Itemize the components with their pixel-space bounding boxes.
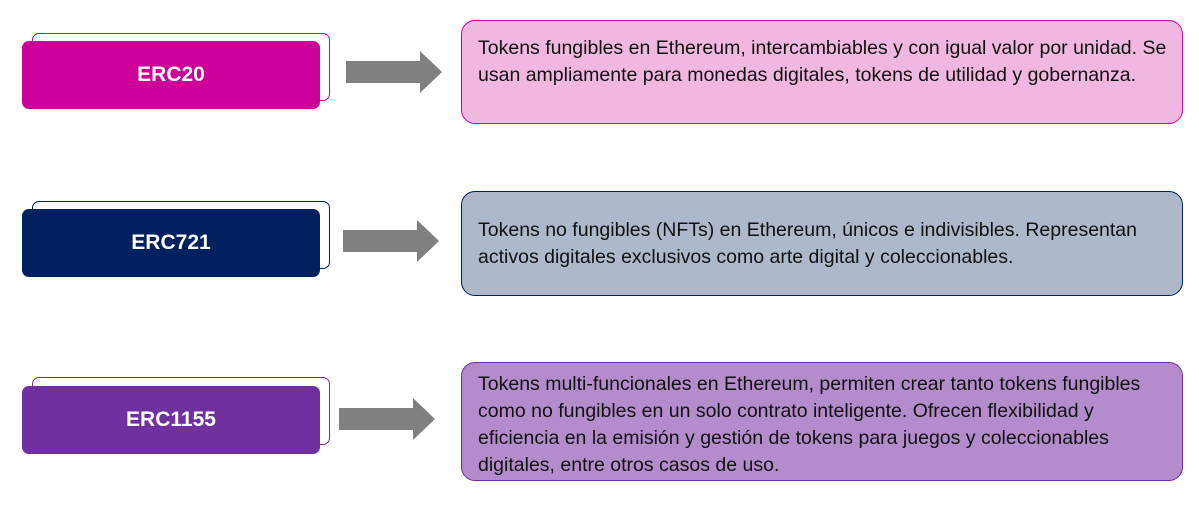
description-text: Tokens no fungibles (NFTs) en Ethereum, …: [478, 219, 1138, 268]
right-arrow-icon: [343, 220, 439, 262]
right-arrow-icon: [346, 51, 442, 93]
description-text: Tokens multi-funcionales en Ethereum, pe…: [478, 373, 1141, 476]
description-box-erc20: Tokens fungibles en Ethereum, intercambi…: [461, 20, 1183, 124]
label-box-erc1155: ERC1155: [22, 386, 320, 454]
label-box-erc20: ERC20: [22, 41, 320, 109]
description-box-erc1155: Tokens multi-funcionales en Ethereum, pe…: [461, 362, 1183, 481]
label-text: ERC1155: [126, 408, 216, 431]
right-arrow-icon: [339, 398, 435, 440]
label-text: ERC721: [131, 231, 211, 254]
label-text: ERC20: [137, 63, 205, 86]
description-box-erc721: Tokens no fungibles (NFTs) en Ethereum, …: [461, 191, 1183, 296]
description-text: Tokens fungibles en Ethereum, intercambi…: [478, 37, 1167, 86]
label-box-erc721: ERC721: [22, 209, 320, 277]
